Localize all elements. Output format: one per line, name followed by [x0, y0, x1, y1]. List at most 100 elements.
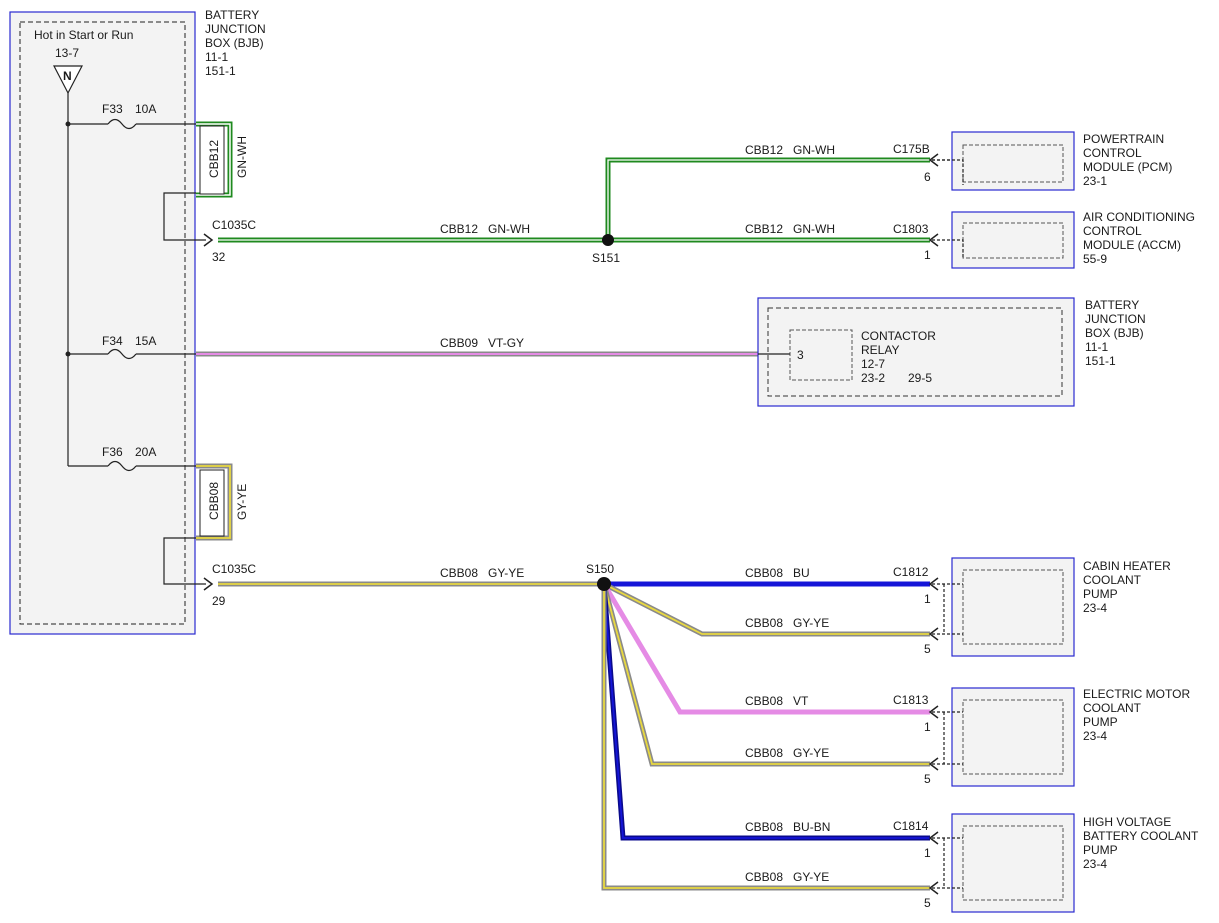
fuse-f36-rating: 20A — [135, 445, 156, 459]
c1813-name: C1813 — [893, 693, 929, 707]
svg-text:BOX (BJB): BOX (BJB) — [1085, 326, 1144, 340]
connector-c175b-arrow — [928, 153, 939, 167]
cbb08-vertical-circuit: CBB08 — [207, 482, 221, 520]
wire-gyye-1 — [602, 581, 930, 637]
bjb-main-frame — [9, 11, 196, 635]
svg-text:BOX (BJB): BOX (BJB) — [205, 36, 264, 50]
wire-cbb12-main — [218, 157, 930, 243]
motor-pump-label: ELECTRIC MOTOR COOLANT PUMP 23-4 — [1083, 687, 1190, 743]
motor-pump-inner — [962, 699, 1064, 775]
c1035c-a-pin: 32 — [212, 250, 226, 264]
hot-label: Hot in Start or Run — [34, 28, 133, 42]
fuse-f33 — [107, 118, 137, 130]
pcm-frame — [951, 131, 1075, 191]
splice-s151-label: S151 — [592, 251, 620, 265]
splice-s150 — [597, 577, 611, 591]
accm-label: AIR CONDITIONING CONTROL MODULE (ACCM) 5… — [1083, 210, 1195, 266]
accm-frame — [951, 211, 1075, 269]
pcm-inner — [962, 144, 1064, 183]
splice-s151 — [602, 234, 614, 246]
svg-text:COOLANT: COOLANT — [1083, 701, 1142, 715]
svg-text:CONTACTOR: CONTACTOR — [861, 329, 936, 343]
splice-s150-label: S150 — [586, 562, 614, 576]
wire-gyye3-label: CBB08 GY-YE — [745, 870, 829, 884]
cabin-pump-frame — [951, 557, 1075, 657]
bjb-right-frame — [757, 297, 1075, 407]
svg-text:29-5: 29-5 — [908, 371, 932, 385]
fuse-f34 — [107, 348, 137, 360]
drop-line-29 — [163, 537, 206, 585]
c175b-name: C175B — [893, 142, 930, 156]
wire-main-cbb08-label: CBB08 GY-YE — [440, 566, 524, 580]
wire-main-cbb12-label: CBB12 GN-WH — [440, 222, 530, 236]
c1035c-a-name: C1035C — [212, 218, 256, 232]
wire-bubn-label: CBB08 BU-BN — [745, 820, 830, 834]
fuse-f34-name: F34 — [102, 334, 123, 348]
motor-pump-leads — [932, 711, 963, 765]
internal-bus — [67, 93, 196, 467]
svg-text:23-4: 23-4 — [1083, 729, 1107, 743]
bjb-main-label: BATTERY JUNCTION BOX (BJB) 11-1 151-1 — [205, 8, 266, 78]
c1803-pin: 1 — [924, 248, 931, 262]
c1035c-b-name: C1035C — [212, 562, 256, 576]
hot-ref: 13-7 — [55, 46, 79, 60]
connector-c1813-arrow-2 — [928, 757, 939, 771]
cabin-pump-label: CABIN HEATER COOLANT PUMP 23-4 — [1083, 559, 1171, 615]
pcm-lead-top — [932, 159, 964, 185]
svg-text:11-1: 11-1 — [205, 50, 228, 64]
connector-c1814-arrow-1 — [928, 831, 939, 845]
wire-cbb09-label: CBB09 VT-GY — [440, 336, 524, 350]
contactor-pin: 3 — [797, 348, 804, 362]
pcm-label: POWERTRAIN CONTROL MODULE (PCM) 23-1 — [1083, 132, 1172, 188]
wire-cbb12-loop — [196, 121, 233, 198]
hv-pump-inner — [962, 825, 1064, 901]
c1813-pin2: 5 — [924, 772, 931, 786]
hv-pump-leads — [932, 837, 963, 889]
cabin-pump-leads — [932, 583, 963, 635]
bus-dot-2 — [65, 351, 71, 357]
svg-text:151-1: 151-1 — [1085, 354, 1116, 368]
contactor-label: CONTACTOR RELAY 12-7 23-2 29-5 — [861, 329, 936, 385]
connector-c1813-arrow-1 — [928, 705, 939, 719]
accm-lead — [932, 239, 964, 258]
svg-text:PUMP: PUMP — [1083, 715, 1118, 729]
c1814-pin1: 1 — [924, 846, 931, 860]
wire-bubn — [601, 583, 930, 841]
svg-text:AIR CONDITIONING: AIR CONDITIONING — [1083, 210, 1195, 224]
wire-bu-label: CBB08 BU — [745, 566, 810, 580]
c175b-pin: 6 — [924, 170, 931, 184]
hv-pump-frame — [951, 813, 1075, 913]
svg-text:BATTERY COOLANT: BATTERY COOLANT — [1083, 829, 1199, 843]
c1814-pin2: 5 — [924, 896, 931, 910]
node-letter: N — [63, 69, 72, 83]
svg-text:55-9: 55-9 — [1083, 252, 1107, 266]
connector-c1812-arrow-1 — [928, 577, 939, 591]
bus-dot-1 — [65, 121, 71, 127]
cabin-pump-inner — [962, 569, 1064, 645]
svg-text:MODULE (ACCM): MODULE (ACCM) — [1083, 238, 1181, 252]
svg-text:JUNCTION: JUNCTION — [205, 22, 266, 36]
c1803-name: C1803 — [893, 222, 929, 236]
svg-text:23-4: 23-4 — [1083, 857, 1107, 871]
svg-text:23-4: 23-4 — [1083, 601, 1107, 615]
node-triangle — [53, 65, 83, 95]
bjb-main-inner — [19, 21, 186, 625]
fuse-f33-rating: 10A — [135, 102, 156, 116]
svg-text:HIGH VOLTAGE: HIGH VOLTAGE — [1083, 815, 1171, 829]
wire-cbb08-loop — [196, 463, 233, 541]
connector-c1814-arrow-2 — [928, 881, 939, 895]
svg-text:BATTERY: BATTERY — [1085, 298, 1139, 312]
svg-text:23-1: 23-1 — [1083, 174, 1107, 188]
wire-gyye-2 — [601, 583, 930, 767]
fuse-f33-name: F33 — [102, 102, 123, 116]
cbb12-vertical-color: GN-WH — [235, 136, 249, 178]
c1814-name: C1814 — [893, 819, 929, 833]
hv-pump-label: HIGH VOLTAGE BATTERY COOLANT PUMP 23-4 — [1083, 815, 1199, 871]
svg-text:CABIN HEATER: CABIN HEATER — [1083, 559, 1171, 573]
svg-text:MODULE (PCM): MODULE (PCM) — [1083, 160, 1172, 174]
c1813-pin1: 1 — [924, 720, 931, 734]
svg-text:PUMP: PUMP — [1083, 587, 1118, 601]
cbb08-vertical-color: GY-YE — [235, 484, 249, 520]
c1812-pin2: 5 — [924, 642, 931, 656]
svg-text:POWERTRAIN: POWERTRAIN — [1083, 132, 1164, 146]
